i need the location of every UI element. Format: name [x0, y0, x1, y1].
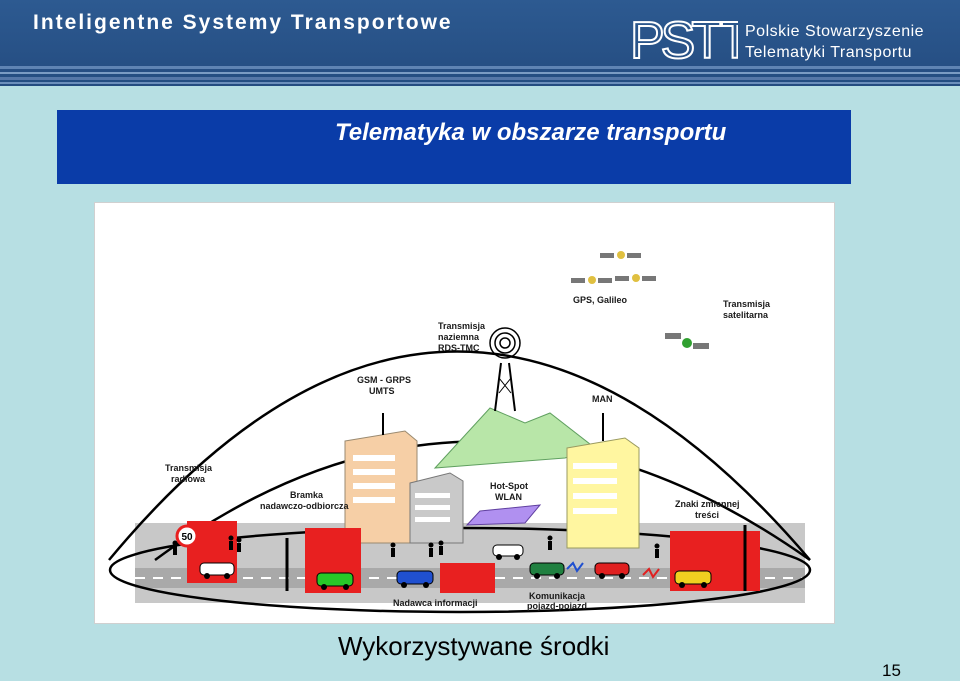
building-right: [566, 413, 640, 549]
label-v2v-1: Komunikacja: [529, 591, 586, 601]
pstt-logo: PSTT: [630, 14, 738, 64]
v2v-signal-blue: [566, 561, 584, 573]
car-white-small: [492, 544, 524, 560]
pedestrians: [172, 535, 660, 558]
slide-title: Telematyka w obszarze transportu: [335, 119, 727, 146]
car-green: [316, 572, 354, 590]
label-gps: GPS, Galileo: [573, 295, 628, 305]
label-hotspot-1: Hot-Spot: [490, 481, 528, 491]
label-terr-3: RDS-TMC: [438, 343, 480, 353]
car-blue: [396, 570, 434, 588]
label-gsm-2: UMTS: [369, 386, 395, 396]
header-title: Inteligentne Systemy Transportowe: [33, 11, 453, 34]
label-terr-1: Transmisja: [438, 321, 486, 331]
label-terr-2: naziemna: [438, 332, 480, 342]
hills: [433, 407, 597, 469]
telematics-diagram: 50: [94, 202, 835, 624]
car-dark-green: [529, 562, 565, 579]
satellite-4: [665, 333, 709, 349]
label-hotspot-2: WLAN: [495, 492, 522, 502]
org-name: Polskie Stowarzyszenie Telematyki Transp…: [745, 21, 924, 63]
satellite-3: [615, 274, 656, 282]
car-white: [199, 562, 235, 579]
label-radio-2: radiowa: [171, 474, 206, 484]
logo-text: PSTT: [630, 14, 738, 64]
label-sat-2: satelitarna: [723, 310, 769, 320]
label-signs-2: treści: [695, 510, 719, 520]
org-name-line2: Telematyki Transportu: [745, 44, 913, 61]
radio-tower: [489, 327, 521, 412]
label-gate-2: nadawczo-odbiorcza: [260, 501, 350, 511]
label-radio-1: Transmisja: [165, 463, 213, 473]
speed-limit-value: 50: [181, 532, 193, 543]
car-yellow: [674, 570, 712, 588]
decorative-stripes: [0, 66, 960, 84]
slide-header: Inteligentne Systemy Transportowe PSTT P…: [0, 0, 960, 86]
page-number: 15: [882, 661, 901, 680]
building-left: [344, 413, 418, 544]
label-signs-1: Znaki zmiennej: [675, 499, 740, 509]
label-broadcaster: Nadawca informacji: [393, 598, 478, 608]
satellite-2: [571, 276, 612, 284]
v2v-signal-red: [642, 567, 660, 579]
car-red: [594, 562, 630, 579]
label-gsm-1: GSM - GRPS: [357, 375, 411, 385]
satellite-1: [600, 251, 641, 259]
label-man: MAN: [592, 394, 613, 404]
label-gate-1: Bramka: [290, 490, 324, 500]
satellite-arc: [108, 350, 811, 561]
diagram-svg: 50: [108, 251, 812, 614]
building-middle: [409, 472, 464, 544]
title-banner: Telematyka w obszarze transportu: [57, 110, 851, 184]
label-sat-1: Transmisja: [723, 299, 771, 309]
slide-caption: Wykorzystywane środki: [338, 631, 610, 661]
hotspot-panel: [465, 504, 542, 526]
broadcaster-block: [440, 563, 495, 593]
label-v2v-2: pojazd-pojazd: [527, 601, 587, 611]
org-name-line1: Polskie Stowarzyszenie: [745, 23, 925, 40]
speed-limit-sign: 50: [175, 524, 199, 548]
